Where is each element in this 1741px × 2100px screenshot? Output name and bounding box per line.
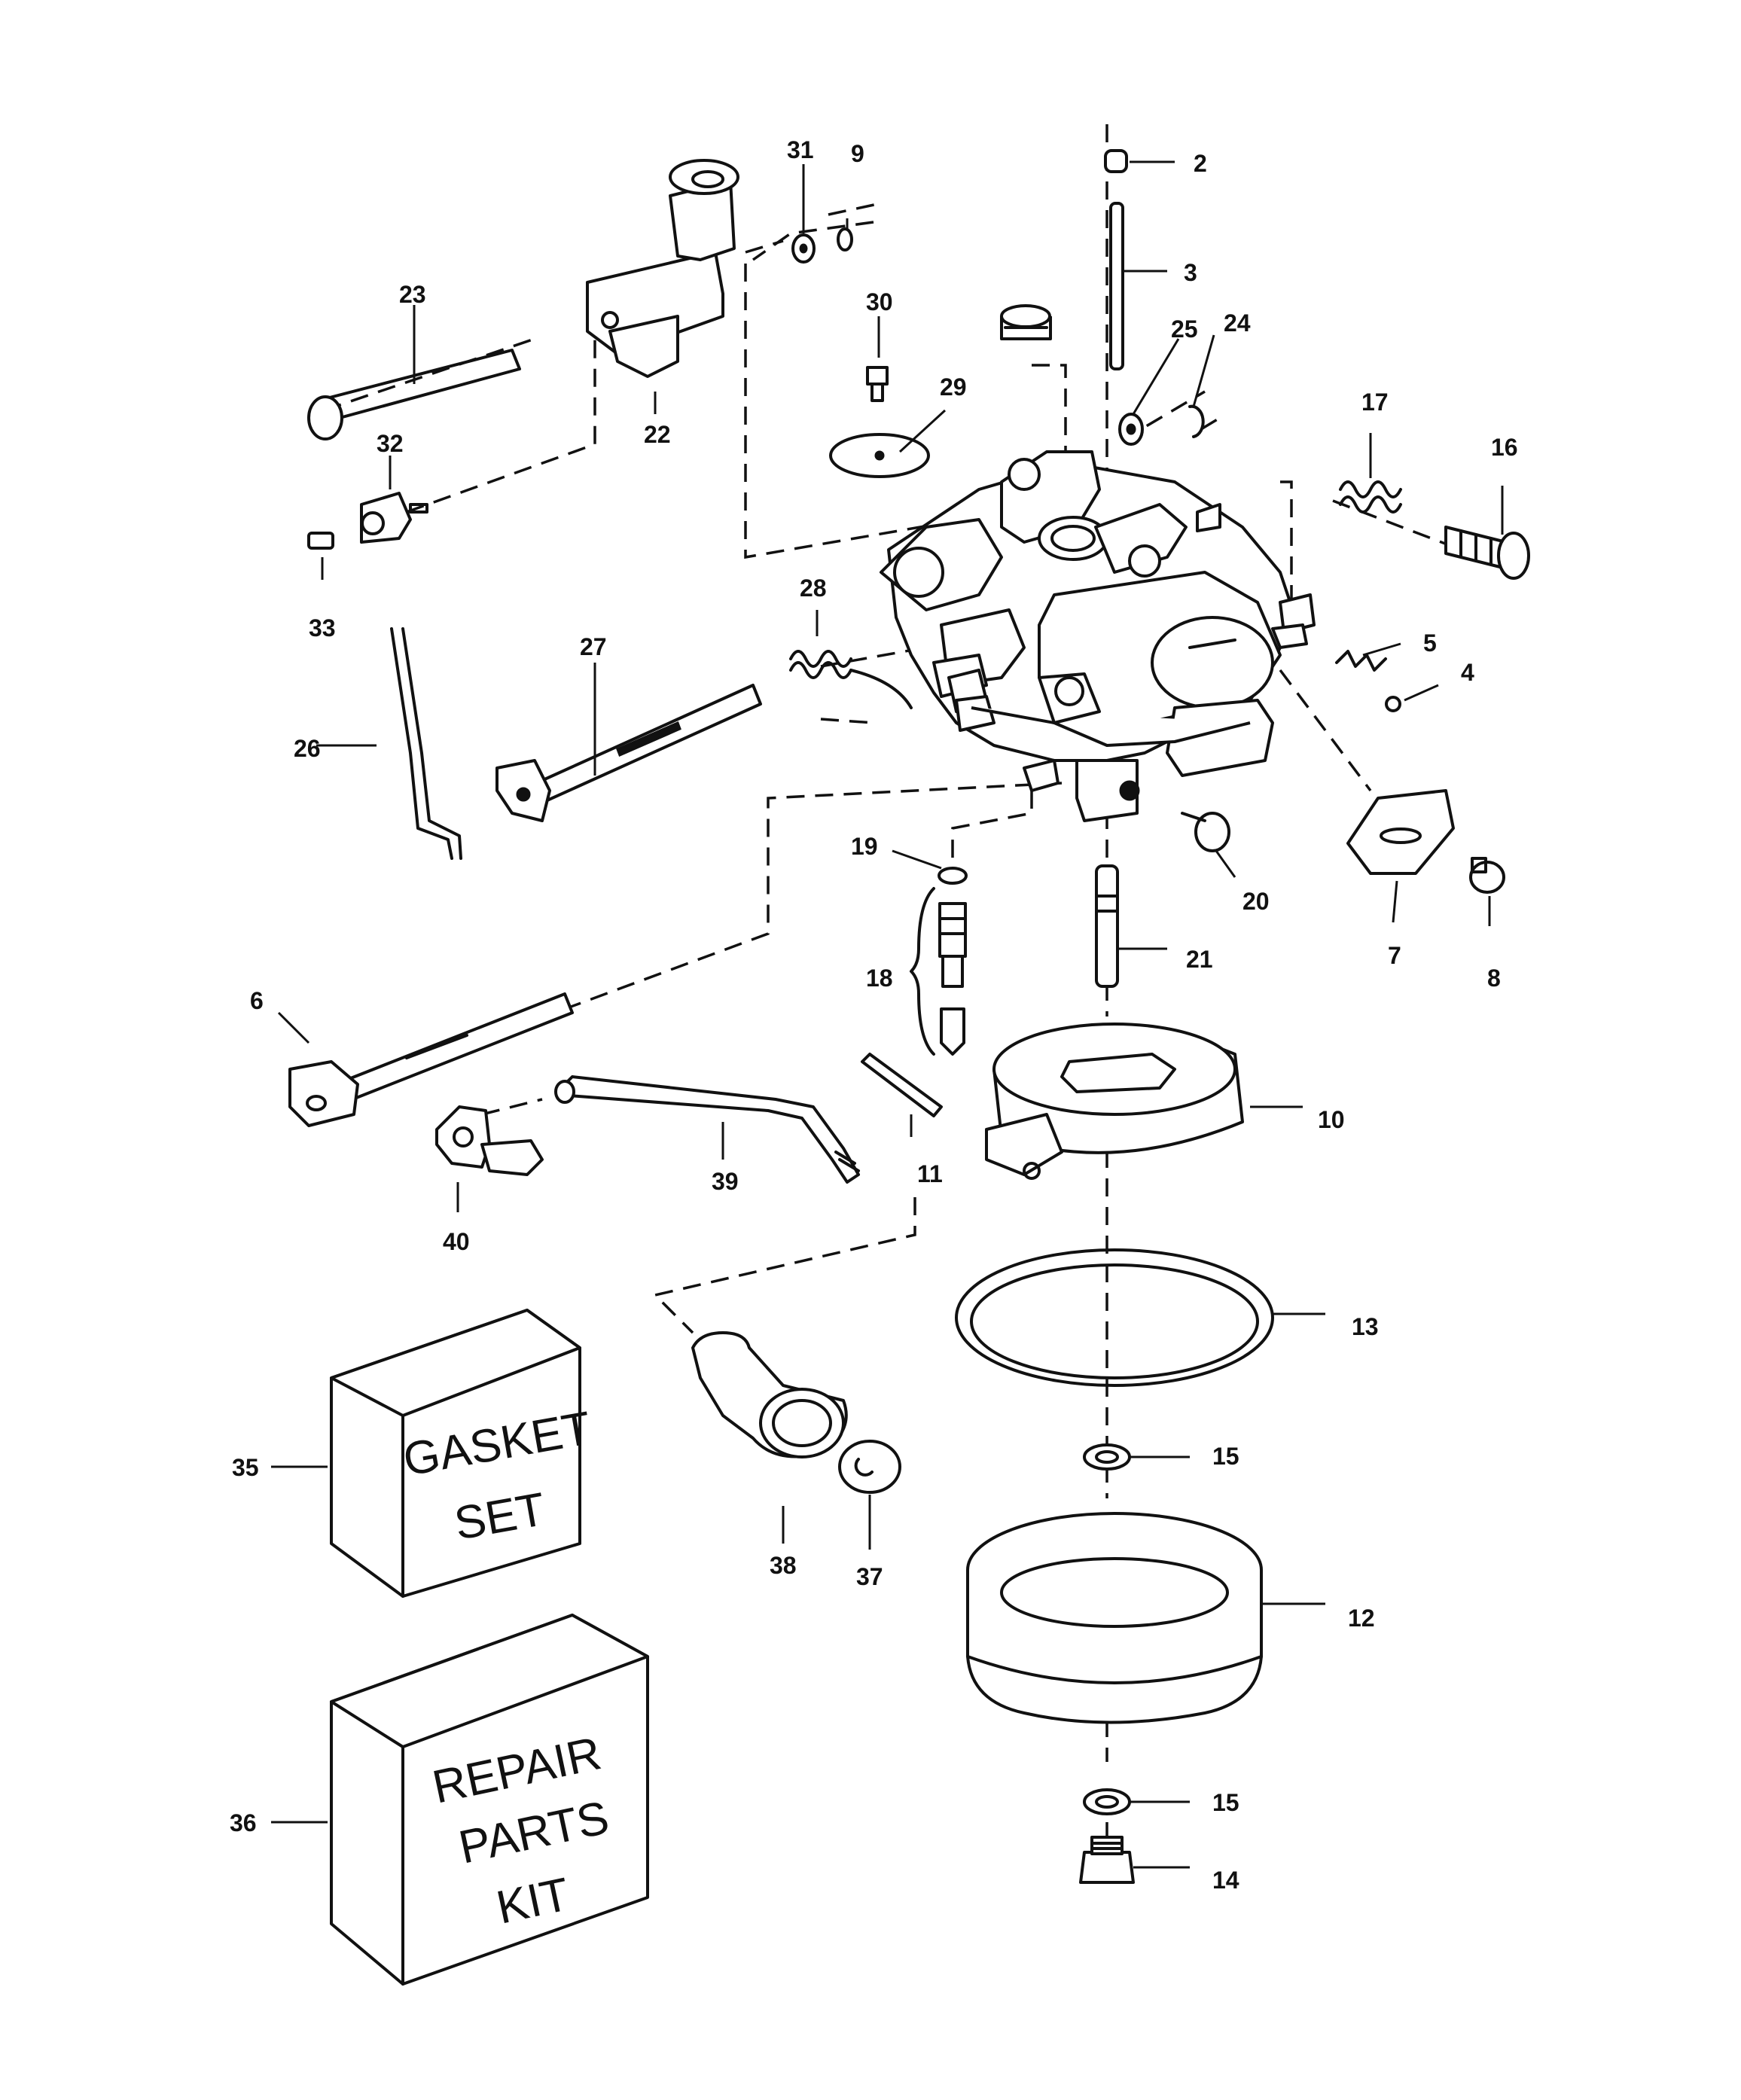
callout-31: 31 <box>787 136 814 163</box>
plate-7 <box>1346 789 1455 875</box>
callout-15-upper: 15 <box>1212 1443 1239 1470</box>
o-ring-19 <box>938 867 968 885</box>
callout-29: 29 <box>940 373 967 401</box>
cap-2 <box>1104 149 1128 173</box>
callout-5: 5 <box>1423 629 1437 657</box>
callout-2: 2 <box>1194 150 1207 177</box>
callout-39: 39 <box>712 1168 739 1195</box>
callout-16: 16 <box>1491 434 1518 461</box>
valve-21 <box>1095 864 1119 988</box>
screw-8 <box>1469 857 1505 894</box>
lever-40 <box>435 1105 544 1176</box>
gasket-ring-13 <box>955 1248 1274 1387</box>
shaft-27 <box>495 684 762 822</box>
float-bowl-12 <box>966 1512 1263 1724</box>
callout-18: 18 <box>866 965 893 992</box>
washer-31 <box>791 233 816 264</box>
clip-9 <box>837 227 853 251</box>
plug <box>1000 304 1052 340</box>
callout-30: 30 <box>866 288 893 315</box>
callout-6: 6 <box>250 987 264 1014</box>
callout-24: 24 <box>1224 309 1251 337</box>
callout-14: 14 <box>1212 1867 1239 1894</box>
bolt-23 <box>307 349 521 440</box>
callout-40: 40 <box>443 1228 470 1255</box>
washer-15-upper <box>1083 1443 1131 1471</box>
callout-11: 11 <box>917 1160 943 1187</box>
callout-35: 35 <box>232 1454 259 1481</box>
shaft-6 <box>288 992 574 1127</box>
callout-17: 17 <box>1361 389 1389 416</box>
drain-plug-14 <box>1079 1836 1135 1884</box>
callout-23: 23 <box>399 281 426 308</box>
spring-17 <box>1339 480 1402 514</box>
callout-13: 13 <box>1352 1313 1379 1340</box>
ball-4 <box>1385 696 1401 712</box>
jet-18 <box>910 887 967 1056</box>
washer-15-lower <box>1083 1788 1131 1815</box>
repair-parts-kit-box-36: REPAIR PARTS KIT <box>330 1614 649 1986</box>
callout-9: 9 <box>851 140 864 167</box>
callout-19: 19 <box>851 833 878 860</box>
rod-26 <box>390 627 462 860</box>
screw-30 <box>866 366 889 402</box>
callout-7: 7 <box>1388 942 1401 969</box>
nozzle-38 <box>691 1331 848 1458</box>
callout-15-lower: 15 <box>1212 1789 1239 1816</box>
callout-8: 8 <box>1487 965 1501 992</box>
callout-28: 28 <box>800 575 827 602</box>
set-screw-33 <box>307 532 334 550</box>
callout-36: 36 <box>230 1809 257 1836</box>
washer-25 <box>1118 413 1144 446</box>
carburetor-body <box>880 450 1316 822</box>
spring-28 <box>789 650 913 709</box>
rod-39 <box>554 1075 860 1184</box>
callout-38: 38 <box>770 1552 797 1579</box>
throttle-plate-29 <box>829 433 930 478</box>
callout-25: 25 <box>1171 315 1198 343</box>
callout-20: 20 <box>1242 888 1270 915</box>
callout-22: 22 <box>644 421 671 448</box>
callout-27: 27 <box>580 633 607 660</box>
callout-32: 32 <box>377 430 404 457</box>
callout-26: 26 <box>294 735 321 762</box>
gasket-set-box-35: GASKET SET <box>330 1309 595 1598</box>
callout-4: 4 <box>1461 659 1474 686</box>
spring-5 <box>1335 650 1387 672</box>
callout-21: 21 <box>1186 946 1213 973</box>
clip-24 <box>1188 404 1205 438</box>
pin-11 <box>861 1053 943 1117</box>
callout-3: 3 <box>1184 259 1197 286</box>
callout-12: 12 <box>1348 1605 1375 1632</box>
callout-10: 10 <box>1318 1106 1345 1133</box>
rod-3 <box>1109 202 1124 370</box>
float-10 <box>985 1023 1244 1180</box>
fitting-20 <box>1181 812 1230 852</box>
leader-lines <box>271 160 1504 1869</box>
washer-37 <box>838 1440 901 1494</box>
fitting-32 <box>360 492 428 544</box>
callout-37: 37 <box>856 1563 883 1590</box>
screw-16 <box>1444 526 1530 580</box>
callout-labels: 2 3 4 5 6 7 8 9 10 11 12 13 14 15 15 16 … <box>230 136 1518 1894</box>
lever-bracket-22 <box>586 159 739 378</box>
callout-33: 33 <box>309 614 336 642</box>
